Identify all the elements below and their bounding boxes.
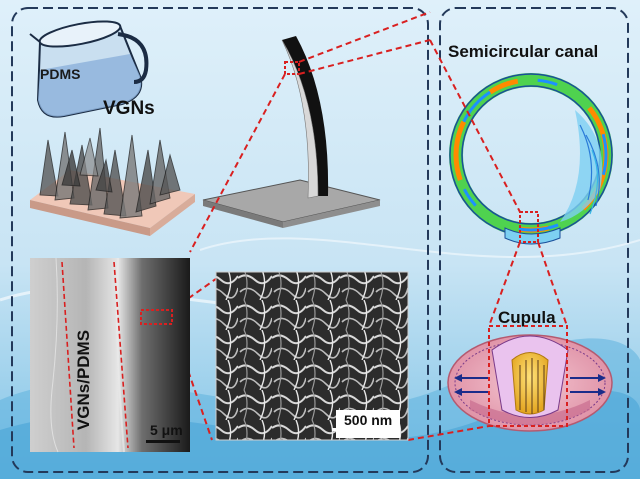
- cupula-diagram: [447, 334, 613, 432]
- cross-section-label: VGNs/PDMS: [74, 329, 93, 431]
- vgns-label: VGNs: [103, 98, 155, 119]
- pdms-label: PDMS: [40, 66, 81, 82]
- sensor-plate: [202, 179, 381, 228]
- canal-callout-box: [519, 211, 539, 243]
- bent-beam: [281, 36, 329, 199]
- pdms-beaker-icon: [29, 20, 149, 118]
- right-panel-frame: [439, 7, 629, 473]
- scale-bar-5um-label: 5 μm: [150, 422, 183, 438]
- beam-callout-box: [284, 61, 300, 75]
- vgns-sheets: [39, 127, 181, 219]
- callout-connectors: [171, 11, 568, 441]
- sem-cross-section-image: [30, 257, 190, 453]
- left-panel-frame: [11, 7, 429, 473]
- semicircular-canal-label: Semicircular canal: [448, 42, 599, 61]
- semicircular-canal-diagram: [449, 73, 613, 245]
- cupula-callout-box: [488, 325, 568, 427]
- scale-bar-500nm-label: 500 nm: [336, 410, 401, 438]
- cupula-label: Cupula: [498, 308, 556, 327]
